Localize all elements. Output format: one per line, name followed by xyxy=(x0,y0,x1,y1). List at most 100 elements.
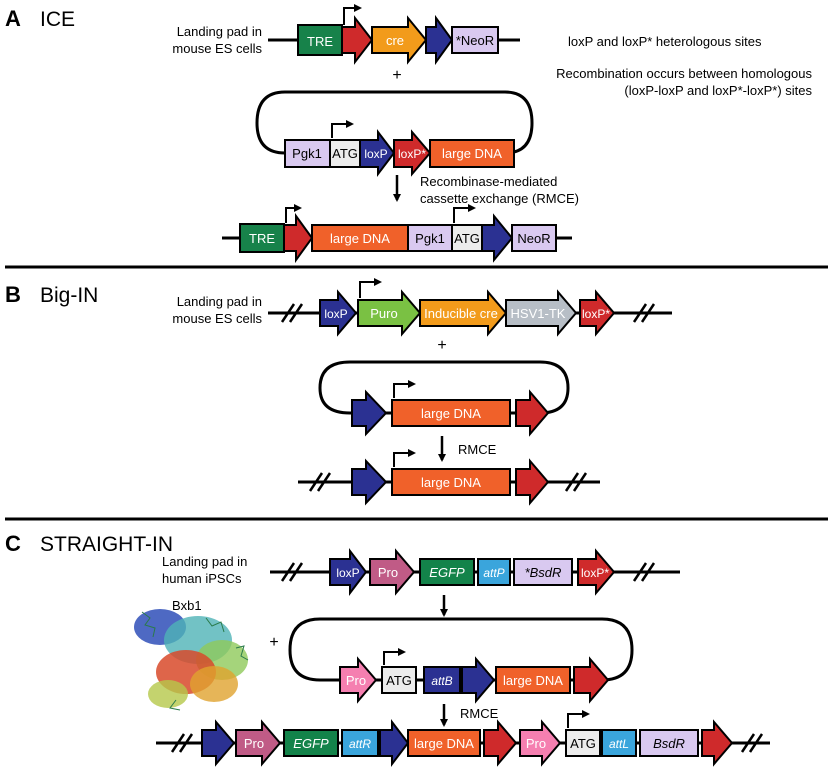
attl-box xyxy=(601,729,637,757)
attr-label: attR xyxy=(349,737,371,751)
attp-box xyxy=(477,558,511,586)
panel-a-letter: A xyxy=(5,6,21,31)
neor-box xyxy=(511,224,557,252)
tss-arrow xyxy=(285,204,302,223)
panel-a-title: ICE xyxy=(40,8,75,31)
attr-box xyxy=(341,729,379,757)
panel-c-plus: + xyxy=(269,634,278,651)
break-mark xyxy=(632,303,656,323)
pgk1-box xyxy=(407,224,453,252)
egfp-box xyxy=(283,729,339,757)
panel-b-donor-plasmid: large DNA xyxy=(318,360,570,437)
panel-c-donor-plasmid: Pro ATG attB large DNA xyxy=(288,617,634,704)
panel-c-enzyme: Bxb1 xyxy=(172,598,202,613)
large-dna-box xyxy=(391,468,511,496)
tre-box xyxy=(239,223,285,253)
pgk1-label: Pgk1 xyxy=(292,146,322,161)
bsdr-box xyxy=(639,729,699,757)
cre-label: cre xyxy=(386,33,404,48)
break-mark xyxy=(280,562,304,582)
pro-arrow xyxy=(369,548,416,596)
hsv1-tk-label: HSV1-TK xyxy=(511,306,566,321)
plasmid-backbone xyxy=(318,360,570,415)
loxp-star-arrow xyxy=(573,656,610,704)
loxp-arrow xyxy=(201,719,236,767)
tss-arrow xyxy=(453,204,476,223)
panel-a-plus: + xyxy=(392,67,401,84)
panel-a-note-2a: Recombination occurs between homologous xyxy=(556,66,812,81)
pro-arrow xyxy=(339,656,378,704)
panel-c-pad-label-1: Landing pad in xyxy=(162,554,247,569)
large-dna-label: large DNA xyxy=(442,146,502,161)
promoter-arrow xyxy=(341,15,374,65)
atg-box xyxy=(381,666,417,694)
atg-label: ATG xyxy=(570,736,596,751)
panel-b-pad-label-1: Landing pad in xyxy=(177,294,262,309)
large-dna-box xyxy=(495,666,571,694)
panel-a: A ICE Landing pad in mouse ES cells TRE … xyxy=(5,4,812,264)
panel-b-plus: + xyxy=(437,337,446,354)
panel-c-product: Pro EGFP attR large DNA Pro ATG attL Bsd… xyxy=(156,710,770,767)
panel-c-letter: C xyxy=(5,531,21,556)
panel-a-product: TRE large DNA Pgk1 ATG NeoR xyxy=(222,204,572,264)
atg-label: ATG xyxy=(332,146,358,161)
tss-arrow xyxy=(331,120,354,138)
atg-box xyxy=(565,729,601,757)
atg-label: ATG xyxy=(454,231,480,246)
tss-arrow xyxy=(567,710,590,728)
loxp-star-label: loxP* xyxy=(582,307,610,321)
attb-label: attB xyxy=(431,674,452,688)
egfp-label: EGFP xyxy=(293,736,329,751)
panel-a-donor-plasmid: Pgk1 ATG loxP loxP* large DNA xyxy=(255,90,534,177)
panel-b: B Big-IN Landing pad in mouse ES cells l… xyxy=(5,278,672,506)
large-dna-label: large DNA xyxy=(421,406,481,421)
inducible-cre-arrow xyxy=(419,289,508,337)
panel-c-landing-pad: loxP Pro EGFP attP *BsdR loxP* xyxy=(270,548,680,596)
loxp-arrow xyxy=(351,389,388,437)
panel-a-rmce-2: cassette exchange (RMCE) xyxy=(420,191,579,206)
hsv1-tk-arrow xyxy=(505,289,578,337)
panel-c-pad-label-2: human iPSCs xyxy=(162,571,242,586)
loxp-star-label: loxP* xyxy=(581,566,609,580)
loxp-star-arrow xyxy=(701,719,734,767)
break-mark xyxy=(170,733,194,753)
attb-box xyxy=(423,666,461,694)
loxp-star-label: loxP* xyxy=(398,147,426,161)
plasmid-backbone xyxy=(288,617,634,682)
neor-box xyxy=(451,26,499,54)
panel-b-title: Big-IN xyxy=(40,284,98,307)
panel-b-rmce: RMCE xyxy=(458,442,497,457)
break-mark xyxy=(564,472,588,492)
panel-a-rmce-1: Recombinase-mediated xyxy=(420,174,557,189)
loxp-arrow xyxy=(329,548,368,596)
large-dna-label: large DNA xyxy=(421,475,481,490)
panel-a-pad-label-1: Landing pad in xyxy=(177,24,262,39)
loxp-arrow xyxy=(461,656,496,704)
pro-label: Pro xyxy=(526,736,546,751)
large-dna-box xyxy=(391,399,511,427)
pro-label: Pro xyxy=(378,565,398,580)
pro-arrow xyxy=(235,719,282,767)
tss-arrow xyxy=(359,278,382,298)
panel-b-product: large DNA xyxy=(298,449,600,506)
neor-label: NeoR xyxy=(517,231,550,246)
loxp-star-arrow xyxy=(579,289,616,337)
loxp-arrow xyxy=(319,289,358,337)
puro-arrow xyxy=(357,289,422,337)
tss-arrow xyxy=(393,449,416,467)
loxp-arrow xyxy=(481,213,514,263)
plasmid-backbone xyxy=(255,90,534,155)
loxp-label: loxP xyxy=(364,147,387,161)
atg-box xyxy=(329,139,361,168)
pro-label: Pro xyxy=(244,736,264,751)
large-dna-label: large DNA xyxy=(503,673,563,688)
attp-label: attP xyxy=(483,566,504,580)
loxp-star-arrow xyxy=(483,719,518,767)
atg-label: ATG xyxy=(386,673,412,688)
loxp-arrow xyxy=(351,458,388,506)
pro-arrow xyxy=(519,719,562,767)
puro-label: Puro xyxy=(370,306,397,321)
pro-label: Pro xyxy=(346,673,366,688)
large-dna-box xyxy=(429,139,515,168)
